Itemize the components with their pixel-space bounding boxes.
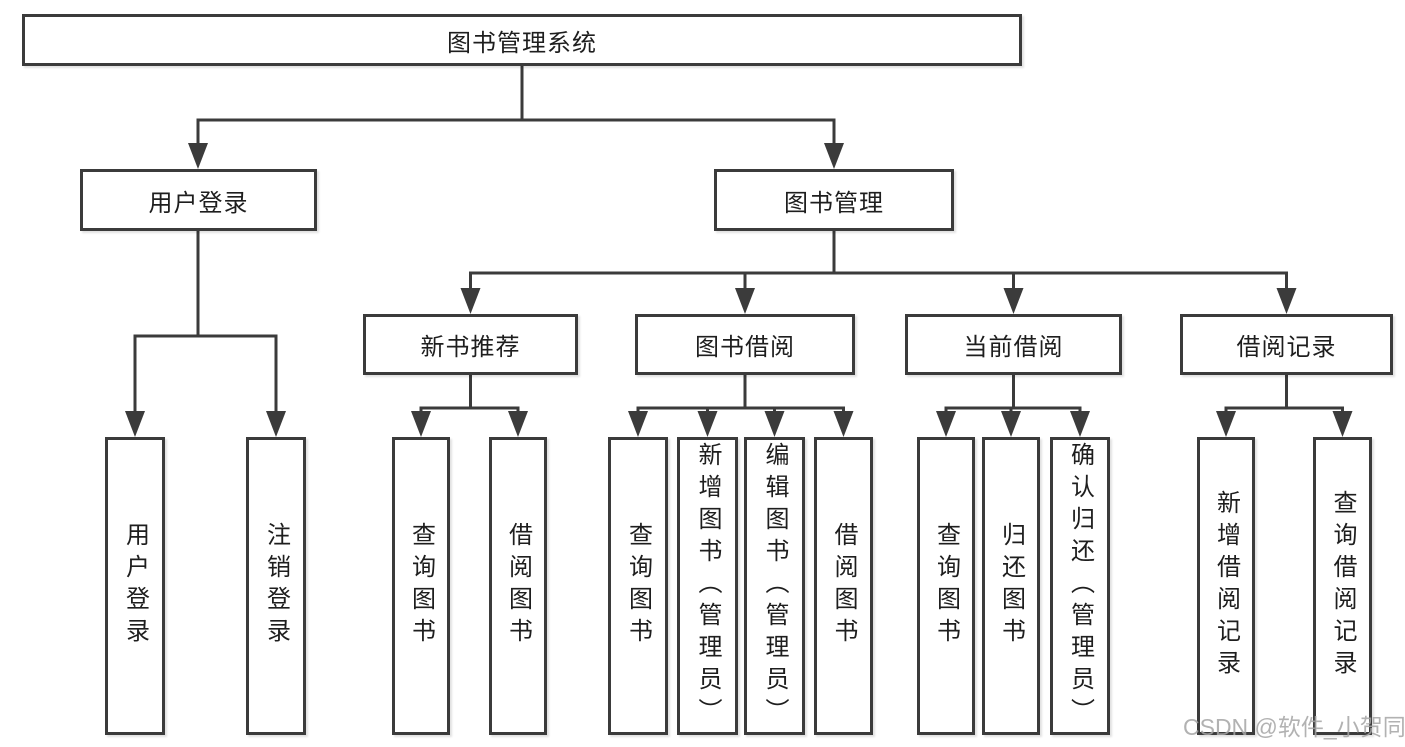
edge-book-borrow-children xyxy=(636,375,845,414)
node-label: 编辑图书（管理员） xyxy=(761,442,788,730)
edge-root-to-level2 xyxy=(196,66,836,146)
leaf-user-login: 用户登录 xyxy=(105,437,165,735)
arrowheads xyxy=(125,143,1353,437)
leaf-edit-book-admin: 编辑图书（管理员） xyxy=(744,437,805,735)
edge-new-book-children xyxy=(419,375,520,414)
node-current-borrow: 当前借阅 xyxy=(905,314,1122,375)
node-label: 查询借阅记录 xyxy=(1329,490,1356,682)
node-label: 新书推荐 xyxy=(420,334,521,361)
node-label: 图书管理 xyxy=(784,189,884,217)
node-library-management-system: 图书管理系统 xyxy=(22,14,1022,66)
node-label: 用户登录 xyxy=(121,522,149,650)
node-label: 查询图书 xyxy=(932,522,960,650)
edge-current-borrow-children xyxy=(944,375,1082,414)
node-label: 查询图书 xyxy=(624,522,652,650)
node-label: 新增借阅记录 xyxy=(1212,490,1240,682)
node-new-book-recommend: 新书推荐 xyxy=(363,314,578,375)
leaf-query-books-current: 查询图书 xyxy=(917,437,975,735)
node-label: 图书管理系统 xyxy=(447,29,597,57)
node-label: 借阅图书 xyxy=(830,522,857,650)
node-label: 新增图书（管理员） xyxy=(694,442,721,730)
node-label: 当前借阅 xyxy=(963,334,1064,361)
csdn-watermark: CSDN @软件_小贺同学 xyxy=(1183,714,1405,740)
edge-user-login-children xyxy=(133,231,278,413)
node-label: 用户登录 xyxy=(148,189,249,217)
leaf-query-books-borrow: 查询图书 xyxy=(608,437,668,735)
node-user-login: 用户登录 xyxy=(80,169,317,231)
leaf-add-borrow-record: 新增借阅记录 xyxy=(1197,437,1255,735)
leaf-logout: 注销登录 xyxy=(246,437,306,735)
edge-book-management-children xyxy=(469,231,1288,290)
node-book-management: 图书管理 xyxy=(714,169,954,231)
node-label: 注销登录 xyxy=(262,522,290,650)
leaf-borrow-books-recommend: 借阅图书 xyxy=(489,437,547,735)
leaf-return-book: 归还图书 xyxy=(982,437,1040,735)
node-book-borrow: 图书借阅 xyxy=(635,314,855,375)
node-label: 确认归还（管理员） xyxy=(1066,442,1094,730)
node-label: 归还图书 xyxy=(997,522,1025,650)
node-label: 借阅图书 xyxy=(504,522,532,650)
leaf-confirm-return-admin: 确认归还（管理员） xyxy=(1050,437,1110,735)
edge-borrow-record-children xyxy=(1224,375,1344,414)
node-label: 查询图书 xyxy=(407,522,435,650)
node-borrow-records: 借阅记录 xyxy=(1180,314,1393,375)
node-label: 借阅记录 xyxy=(1236,334,1337,361)
leaf-borrow-books: 借阅图书 xyxy=(814,437,873,735)
leaf-query-books-recommend: 查询图书 xyxy=(392,437,450,735)
leaf-add-book-admin: 新增图书（管理员） xyxy=(677,437,738,735)
leaf-query-borrow-record: 查询借阅记录 xyxy=(1313,437,1372,735)
node-label: 图书借阅 xyxy=(695,334,795,361)
